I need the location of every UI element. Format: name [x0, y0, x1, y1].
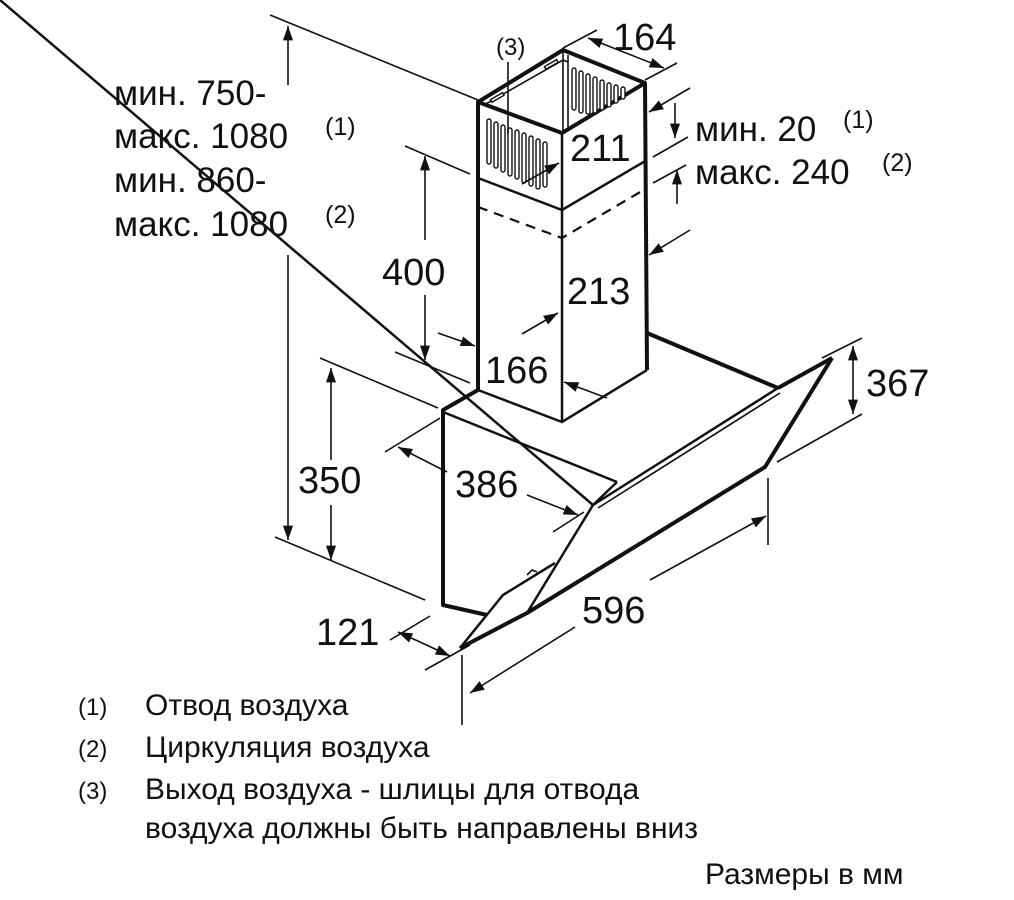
chimney-lower-section	[477, 187, 648, 424]
legend-num-1: (1)	[78, 694, 107, 721]
legend-text-3: Выход воздуха - шлицы для отвода	[145, 773, 640, 806]
legend-text-3-cont: воздуха должны быть направлены вниз	[145, 812, 698, 845]
air-slots-front	[486, 118, 548, 190]
gap-notes: мин. 20 (1) макс. 240 (2)	[695, 106, 913, 192]
air-slots-back	[571, 67, 626, 115]
dim-glass-height: 367	[866, 363, 929, 405]
height-line-4-note: (2)	[325, 201, 356, 229]
hood-body	[441, 331, 779, 617]
height-line-3: мин. 860-	[114, 161, 266, 200]
dimension-lines	[269, 14, 863, 725]
legend-num-3: (3)	[78, 778, 107, 805]
dim-width: 596	[582, 590, 645, 632]
legend-text-2: Циркуляция воздуха	[145, 731, 430, 764]
height-notes: мин. 750- макс. 1080 (1) мин. 860- макс.…	[114, 74, 356, 244]
gap-line-2: макс. 240	[695, 153, 850, 192]
legend-text-1: Отвод воздуха	[145, 689, 349, 722]
units-note: Размеры в мм	[705, 858, 904, 891]
dim-chimney-depth-top: 211	[570, 128, 631, 170]
dim-chimney-width-top: 164	[613, 17, 676, 59]
gap-line-2-note: (2)	[882, 149, 913, 177]
height-line-4: макс. 1080	[114, 205, 288, 244]
dim-chimney-overlap: 400	[382, 252, 445, 294]
height-line-1: мин. 750-	[114, 74, 266, 113]
dim-chimney-depth-bottom: 213	[567, 271, 630, 313]
outlet-callout: (3)	[496, 34, 525, 61]
dim-chimney-width-bottom: 166	[485, 350, 548, 392]
gap-line-1-note: (1)	[843, 106, 874, 134]
gap-line-1: мин. 20	[695, 110, 816, 149]
chimney-upper-section	[476, 48, 649, 422]
dim-body-depth: 386	[455, 464, 518, 506]
legend: (1) Отвод воздуха (2) Циркуляция воздуха…	[78, 689, 698, 845]
legend-num-2: (2)	[78, 736, 107, 763]
height-line-2: макс. 1080	[114, 117, 288, 156]
height-line-2-note: (1)	[325, 113, 356, 141]
glass-panel	[0, 0, 834, 650]
dim-glass-offset: 121	[316, 612, 379, 654]
dim-body-height: 350	[298, 460, 361, 502]
svg-text:макс. 1080: макс. 1080	[114, 117, 288, 156]
